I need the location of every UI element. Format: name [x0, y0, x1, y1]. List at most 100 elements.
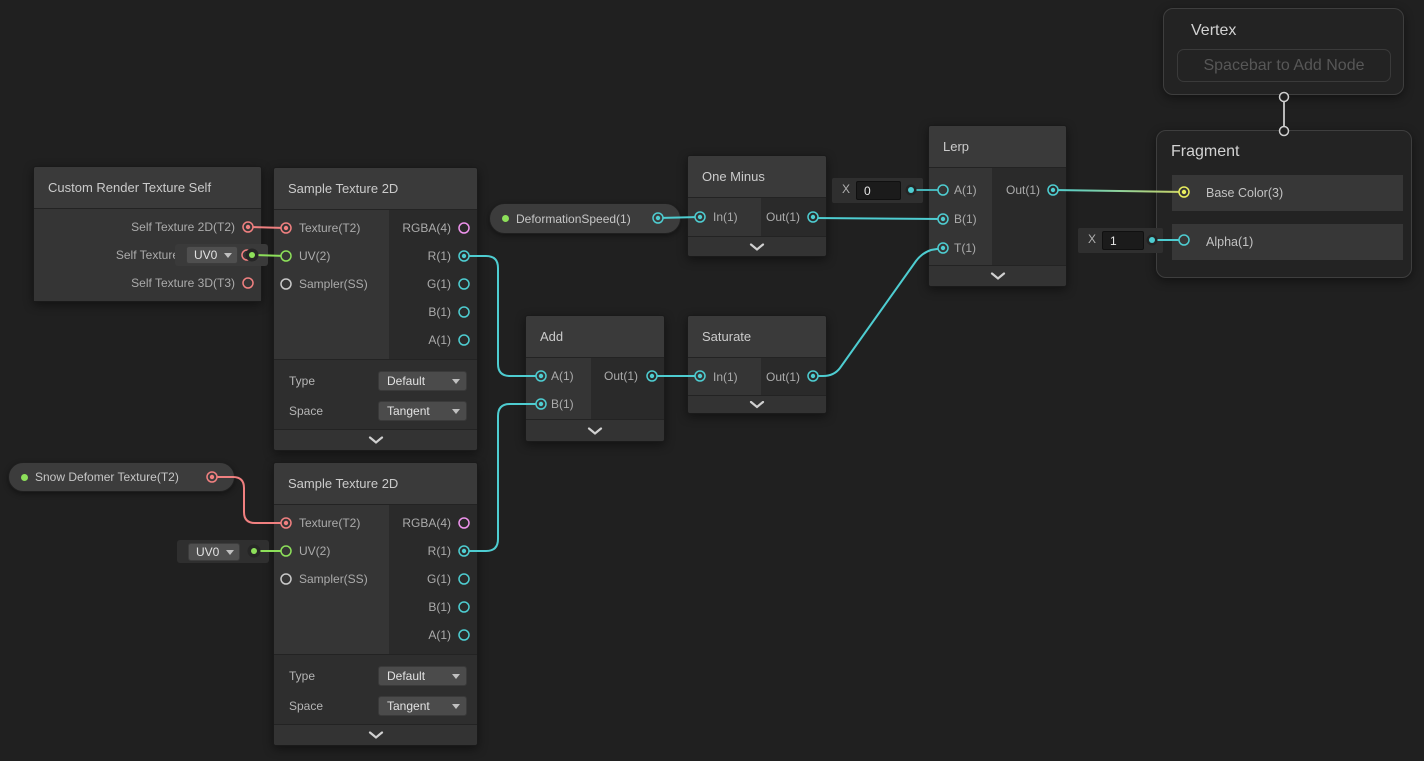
node-title[interactable]: Add [526, 316, 664, 358]
output-label-r: R(1) [427, 544, 451, 558]
collapse-chevron[interactable] [274, 724, 477, 745]
space-label: Space [289, 699, 324, 713]
node-lerp[interactable]: Lerp A(1) B(1) T(1) Out(1) [928, 125, 1067, 287]
add-node-placeholder[interactable]: Spacebar to Add Node [1177, 49, 1391, 82]
chevron-down-icon [749, 400, 765, 408]
x-value-input[interactable]: 0 [856, 181, 901, 200]
edge-saturate-to-lerp-t[interactable] [813, 247, 944, 377]
node-custom-render-texture-self[interactable]: Custom Render Texture Self Self Texture … [33, 166, 262, 302]
x-value-widget-lerp-a: X 0 [832, 178, 923, 203]
input-label-b: B(1) [954, 211, 977, 226]
input-label-b: B(1) [551, 397, 574, 411]
uv-dropdown-value: UV0 [196, 545, 220, 559]
uv-dropdown-value: UV0 [194, 248, 218, 262]
chevron-down-icon [990, 272, 1005, 280]
node-one-minus[interactable]: One Minus In(1) Out(1) [687, 155, 827, 257]
input-panel: In(1) [688, 358, 761, 395]
input-panel: Texture(T2) UV(2) Sampler(SS) [274, 505, 389, 654]
input-label-texture: Texture(T2) [299, 516, 361, 530]
output-label-out: Out(1) [765, 210, 800, 224]
output-label-self-texture-2d: Self Texture 2D(T2) [131, 220, 235, 234]
type-dropdown[interactable]: Default [378, 666, 467, 686]
input-label-texture: Texture(T2) [299, 221, 361, 235]
output-label-b: B(1) [428, 305, 451, 319]
node-sample-texture-2d-1[interactable]: Sample Texture 2D Texture(T2) UV(2) Samp… [273, 167, 478, 451]
input-panel: Texture(T2) UV(2) Sampler(SS) [274, 210, 389, 359]
node-title[interactable]: Custom Render Texture Self [34, 167, 261, 209]
node-title[interactable]: Lerp [929, 126, 1066, 168]
property-dot-icon [21, 473, 28, 481]
dropdown-arrow-icon [452, 408, 460, 414]
output-panel: Out(1) [761, 198, 826, 236]
output-label-g: G(1) [427, 572, 451, 586]
space-dropdown[interactable]: Tangent [378, 696, 467, 716]
collapse-chevron[interactable] [274, 429, 477, 450]
chevron-down-icon [749, 242, 765, 251]
node-title[interactable]: One Minus [688, 156, 826, 198]
collapse-chevron[interactable] [688, 395, 826, 413]
output-label-a: A(1) [428, 333, 451, 347]
input-label-uv: UV(2) [299, 544, 331, 558]
space-label: Space [289, 404, 324, 418]
input-label-base-color: Base Color(3) [1206, 186, 1284, 200]
fragment-row-base-color[interactable]: Base Color(3) [1172, 175, 1403, 211]
node-title[interactable]: Sample Texture 2D [274, 463, 477, 505]
uv-dropdown[interactable]: UV0 [188, 543, 241, 561]
output-label-out: Out(1) [603, 369, 638, 383]
uv-channel-widget-1: UV0 [175, 244, 268, 266]
chevron-down-icon [368, 436, 383, 444]
input-panel: A(1) B(1) [526, 358, 591, 419]
property-dot-icon [502, 215, 509, 222]
collapse-chevron[interactable] [526, 419, 664, 441]
node-add[interactable]: Add A(1) B(1) Out(1) [525, 315, 665, 442]
space-dropdown-value: Tangent [387, 404, 430, 418]
x-value-input[interactable]: 1 [1102, 231, 1144, 250]
property-pill-snow-deformer[interactable]: Snow Defomer Texture(T2) [8, 462, 235, 492]
output-label-b: B(1) [428, 600, 451, 614]
property-label: Snow Defomer Texture(T2) [35, 470, 179, 484]
output-label-r: R(1) [427, 249, 451, 263]
node-saturate[interactable]: Saturate In(1) Out(1) [687, 315, 827, 414]
context-title: Fragment [1171, 143, 1240, 160]
x-field-label: X [1088, 232, 1097, 246]
collapse-chevron[interactable] [929, 265, 1066, 286]
property-pill-deformation-speed[interactable]: DeformationSpeed(1) [489, 203, 681, 234]
uv-dropdown[interactable]: UV0 [186, 246, 239, 264]
output-label-self-texture-3d: Self Texture 3D(T3) [131, 276, 235, 290]
x-value-widget-alpha: X 1 [1078, 228, 1163, 253]
dropdown-arrow-icon [226, 549, 235, 555]
output-panel: Out(1) [591, 358, 664, 419]
type-dropdown-value: Default [387, 374, 426, 388]
context-vertex[interactable]: Vertex Spacebar to Add Node [1163, 8, 1404, 95]
property-label: DeformationSpeed(1) [516, 211, 631, 226]
context-title: Vertex [1191, 22, 1237, 39]
input-label-uv: UV(2) [299, 249, 331, 263]
node-sample-texture-2d-2[interactable]: Sample Texture 2D Texture(T2) UV(2) Samp… [273, 462, 478, 746]
context-fragment[interactable]: Fragment Base Color(3) Alpha(1) [1156, 130, 1412, 278]
node-title[interactable]: Sample Texture 2D [274, 168, 477, 210]
output-label-rgba: RGBA(4) [402, 221, 451, 235]
output-panel: Out(1) [761, 358, 826, 395]
chevron-down-icon [587, 426, 603, 435]
uv-channel-widget-2: UV0 [177, 540, 269, 563]
fragment-row-alpha[interactable]: Alpha(1) [1172, 224, 1403, 260]
edge-oneminus-to-lerp-b[interactable] [812, 217, 944, 220]
type-label: Type [289, 669, 316, 683]
input-label-t: T(1) [954, 240, 976, 255]
space-dropdown[interactable]: Tangent [378, 401, 467, 421]
input-label-a: A(1) [954, 182, 977, 197]
input-panel: In(1) [688, 198, 761, 236]
output-label-rgba: RGBA(4) [402, 516, 451, 530]
input-label-a: A(1) [551, 369, 574, 383]
input-label-in: In(1) [713, 369, 738, 384]
type-label: Type [289, 374, 316, 388]
output-panel: RGBA(4) R(1) G(1) B(1) A(1) [389, 210, 477, 359]
dropdown-arrow-icon [224, 252, 233, 258]
input-label-sampler: Sampler(SS) [299, 277, 368, 291]
x-field-label: X [842, 182, 851, 196]
collapse-chevron[interactable] [688, 236, 826, 256]
space-dropdown-value: Tangent [387, 699, 430, 713]
type-dropdown[interactable]: Default [378, 371, 467, 391]
node-title[interactable]: Saturate [688, 316, 826, 358]
